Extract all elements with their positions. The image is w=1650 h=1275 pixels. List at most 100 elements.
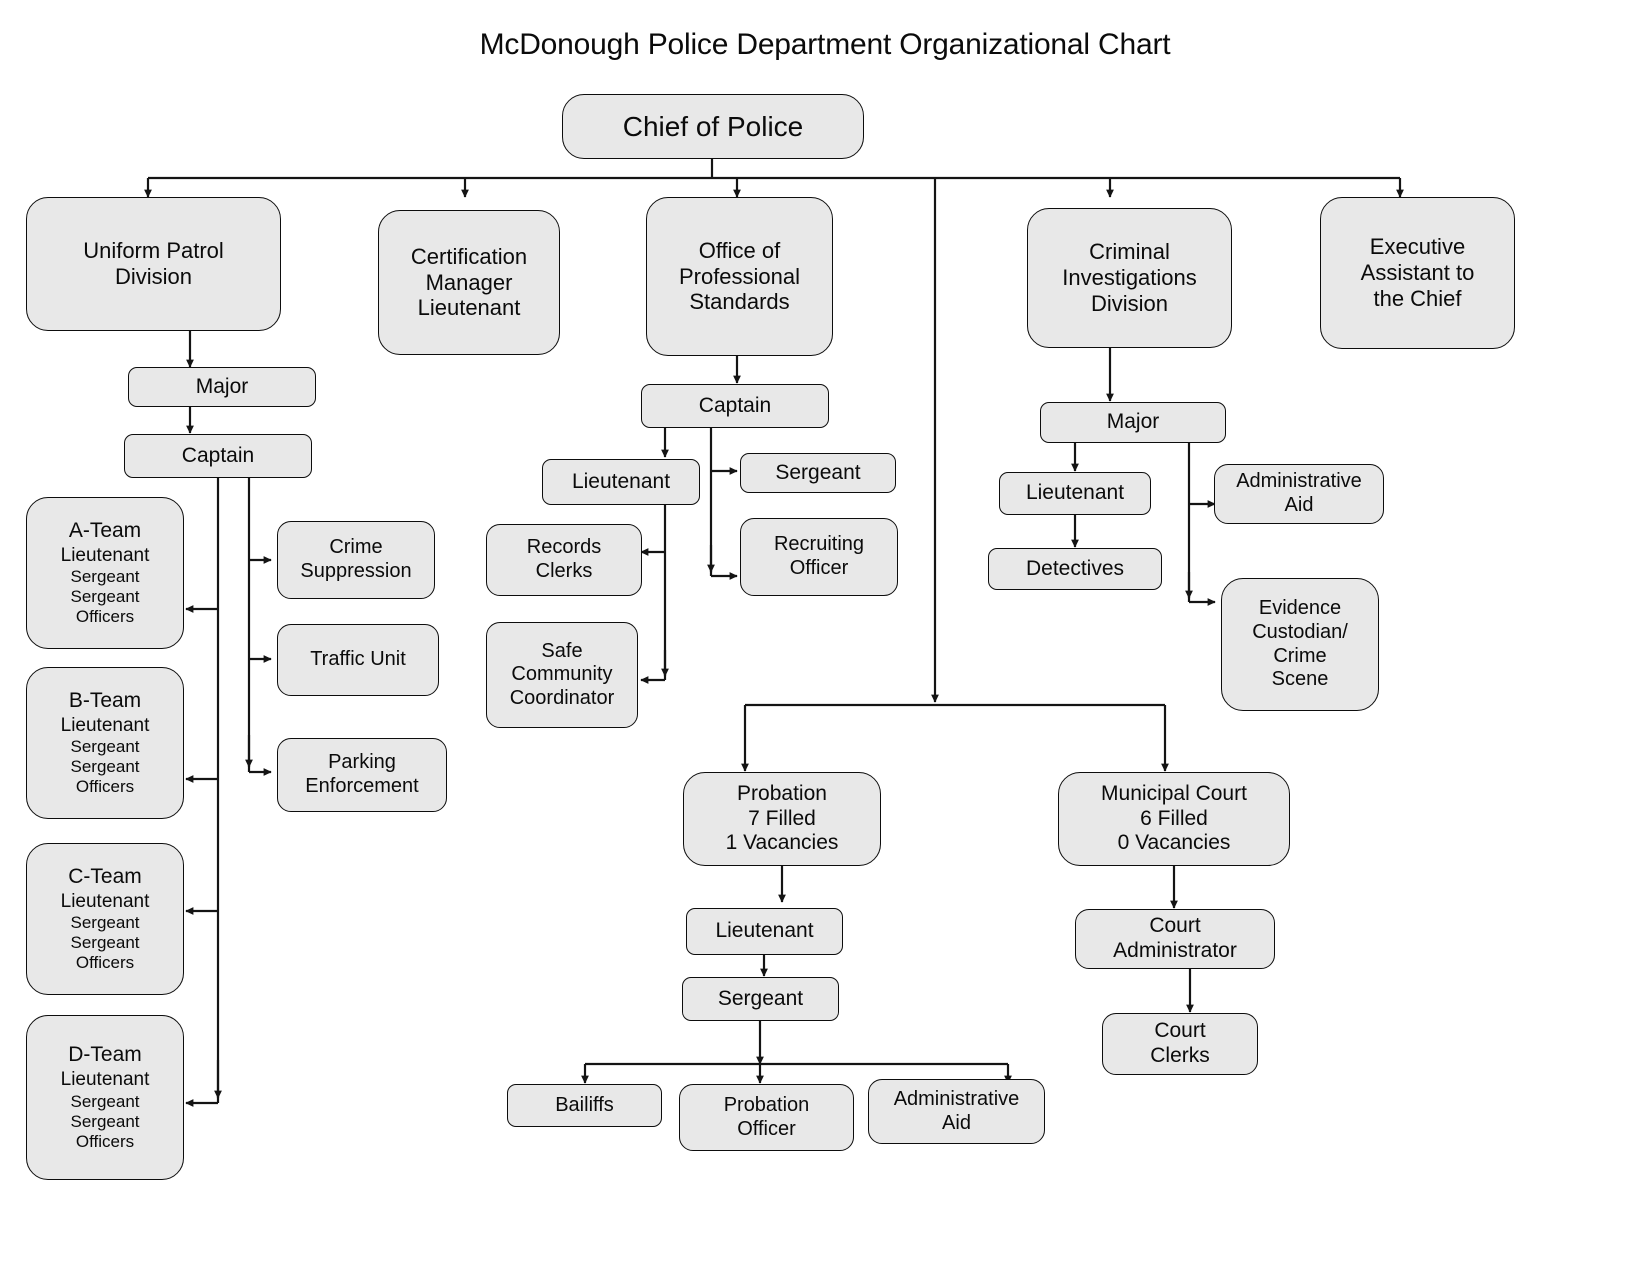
node-probation[interactable]: Probation 7 Filled 1 Vacancies [683, 772, 881, 866]
node-line: Records [526, 536, 602, 559]
node-certification-manager-lieutenant[interactable]: Certification Manager Lieutenant [378, 210, 560, 355]
node-line: Sergeant [70, 567, 140, 587]
node-safe-community-coordinator[interactable]: Safe Community Coordinator [486, 622, 638, 728]
node-court-clerks[interactable]: Court Clerks [1102, 1013, 1258, 1075]
node-line: Coordinator [509, 686, 615, 709]
node-evidence-custodian-crime-scene[interactable]: Evidence Custodian/ Crime Scene [1221, 578, 1379, 711]
node-line: Sergeant [70, 913, 140, 933]
node-probation-sergeant[interactable]: Sergeant [682, 977, 839, 1021]
node-line: Recruiting [773, 533, 865, 556]
node-a-team[interactable]: A-Team Lieutenant Sergeant Sergeant Offi… [26, 497, 184, 649]
node-line: Officer [789, 557, 849, 579]
node-line: Lieutenant [60, 890, 150, 912]
node-line: Probation [723, 1093, 810, 1116]
node-ops-sergeant[interactable]: Sergeant [740, 453, 896, 493]
node-line: Parking [328, 751, 396, 774]
node-line: 7 Filled [748, 806, 816, 830]
node-bailiffs[interactable]: Bailiffs [507, 1084, 662, 1127]
node-line: Major [195, 374, 249, 398]
node-line: Lieutenant [60, 1069, 150, 1091]
node-traffic-unit[interactable]: Traffic Unit [277, 624, 439, 696]
node-line: Officers [75, 1131, 135, 1151]
node-line: 6 Filled [1140, 806, 1208, 830]
node-parking-enforcement[interactable]: Parking Enforcement [277, 738, 447, 812]
node-line: Criminal [1089, 239, 1170, 265]
node-line: Community [511, 663, 613, 686]
node-chief-of-police[interactable]: Chief of Police [562, 94, 864, 159]
node-line: Clerks [1150, 1044, 1210, 1067]
node-line: the Chief [1373, 285, 1462, 311]
node-line: Court [1154, 1019, 1206, 1043]
node-d-team[interactable]: D-Team Lieutenant Sergeant Sergeant Offi… [26, 1015, 184, 1180]
node-line: Officers [75, 777, 135, 797]
node-court-administrator[interactable]: Court Administrator [1075, 909, 1275, 969]
node-line: Suppression [300, 560, 412, 582]
node-line: Lieutenant [60, 544, 150, 566]
page-title: McDonough Police Department Organization… [479, 28, 1171, 61]
node-line: Assistant to [1360, 260, 1475, 286]
node-b-team[interactable]: B-Team Lieutenant Sergeant Sergeant Offi… [26, 667, 184, 819]
node-line: Court [1149, 914, 1201, 938]
node-line: Sergeant [70, 1091, 140, 1111]
node-line: Sergeant [70, 1111, 140, 1131]
node-c-team[interactable]: C-Team Lieutenant Sergeant Sergeant Offi… [26, 843, 184, 995]
node-criminal-investigations-division[interactable]: Criminal Investigations Division [1027, 208, 1232, 348]
node-uniform-patrol-division[interactable]: Uniform Patrol Division [26, 197, 281, 331]
node-probation-administrative-aid[interactable]: Administrative Aid [868, 1079, 1045, 1144]
node-line: Clerks [535, 560, 593, 582]
node-executive-assistant-to-the-chief[interactable]: Executive Assistant to the Chief [1320, 197, 1515, 349]
node-line: Municipal Court [1101, 781, 1247, 805]
node-line: Executive [1369, 234, 1466, 260]
node-line: Sergeant [70, 933, 140, 953]
node-line: Lieutenant [1025, 481, 1125, 505]
node-line: Lieutenant [715, 919, 814, 943]
node-line: Aid [1284, 494, 1314, 516]
node-detectives[interactable]: Detectives [988, 548, 1162, 590]
node-line: Evidence [1258, 597, 1342, 620]
node-ops-lieutenant[interactable]: Lieutenant [542, 459, 700, 505]
node-line: Sergeant [70, 587, 140, 607]
node-line: Officers [75, 953, 135, 973]
node-line: Administrative [1236, 470, 1362, 493]
node-probation-officer[interactable]: Probation Officer [679, 1084, 854, 1151]
node-recruiting-officer[interactable]: Recruiting Officer [740, 518, 898, 596]
node-line: A-Team [68, 518, 142, 542]
node-line: Manager [425, 269, 513, 295]
node-line: Officers [75, 607, 135, 627]
node-cid-lieutenant[interactable]: Lieutenant [999, 472, 1151, 515]
node-probation-lieutenant[interactable]: Lieutenant [686, 908, 843, 955]
node-line: Lieutenant [571, 469, 671, 493]
node-municipal-court[interactable]: Municipal Court 6 Filled 0 Vacancies [1058, 772, 1290, 866]
node-line: Administrator [1113, 939, 1237, 962]
node-crime-suppression[interactable]: Crime Suppression [277, 521, 435, 599]
node-line: Probation [737, 781, 827, 805]
node-line: Safe [541, 639, 583, 662]
node-line: 0 Vacancies [1117, 831, 1231, 855]
node-upd-major[interactable]: Major [128, 367, 316, 407]
node-line: Custodian/ [1252, 620, 1348, 643]
node-line: 1 Vacancies [725, 831, 839, 855]
node-line: Lieutenant [60, 714, 150, 736]
node-upd-captain[interactable]: Captain [124, 434, 312, 478]
node-line: Captain [698, 393, 772, 417]
node-line: Office of [698, 237, 781, 263]
node-line: Traffic Unit [310, 648, 406, 671]
node-line: Officer [737, 1117, 796, 1140]
node-line: Sergeant [70, 757, 140, 777]
node-line: Chief of Police [622, 110, 804, 142]
node-line: C-Team [68, 864, 142, 888]
node-line: Crime [329, 536, 383, 559]
node-line: Aid [942, 1111, 971, 1134]
node-line: Lieutenant [417, 295, 521, 321]
node-line: Investigations [1062, 265, 1197, 291]
node-cid-administrative-aid[interactable]: Administrative Aid [1214, 464, 1384, 524]
node-ops-captain[interactable]: Captain [641, 384, 829, 428]
node-records-clerks[interactable]: Records Clerks [486, 524, 642, 596]
node-line: Detectives [1025, 556, 1125, 580]
node-cid-major[interactable]: Major [1040, 402, 1226, 443]
node-line: Crime [1273, 644, 1327, 667]
node-line: D-Team [68, 1043, 142, 1067]
node-line: Division [114, 264, 193, 289]
node-office-of-professional-standards[interactable]: Office of Professional Standards [646, 197, 833, 356]
